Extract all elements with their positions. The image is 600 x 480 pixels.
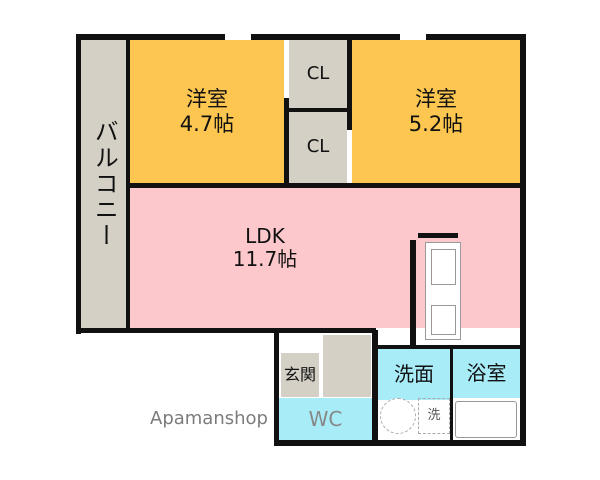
washer-space: 洗 [418, 398, 450, 434]
washbasin-icon [380, 398, 416, 434]
wall-cl-mid [289, 108, 352, 112]
closet-1-label: CL [306, 62, 330, 84]
closet-2-label: CL [306, 136, 330, 158]
wall-bottom [274, 440, 526, 446]
wall-cl-left [284, 98, 289, 188]
western-room-2: 洋室 5.2帖 [352, 40, 520, 183]
wall-bath [450, 349, 453, 441]
wall-top [76, 34, 526, 40]
western-room-1-size: 4.7帖 [179, 111, 235, 136]
wall-mid [126, 183, 522, 188]
balcony-label: バルコニー [90, 119, 119, 249]
stove-icon [431, 305, 456, 335]
watermark: Apamanshop [150, 408, 268, 429]
washroom: 洗面 [378, 349, 450, 400]
toilet-label: WC [308, 406, 343, 431]
wall-right [520, 34, 526, 446]
wall-cl-right [347, 40, 352, 130]
entrance-floor: 玄関 [281, 353, 319, 397]
closet-2: CL [289, 112, 347, 183]
bathroom-label: 浴室 [466, 361, 507, 385]
door-room2[interactable] [400, 34, 426, 40]
sink-icon [431, 249, 456, 285]
ldk-label: LDK [245, 224, 285, 248]
western-room-1: 洋室 4.7帖 [130, 40, 284, 183]
shoe-storage [323, 335, 371, 397]
balcony: バルコニー [81, 40, 126, 328]
western-room-1-label: 洋室 [186, 87, 228, 112]
wall-left [76, 34, 81, 334]
wall-kitchen-top [418, 233, 458, 238]
entrance-label: 玄関 [283, 364, 316, 384]
wall-entrance-left [274, 330, 279, 446]
ldk: LDK 11.7帖 [130, 188, 520, 328]
wall-kitchen [410, 240, 416, 348]
bathtub-icon [455, 401, 517, 438]
bathroom: 浴室 [453, 349, 520, 398]
washer-label: 洗 [427, 407, 441, 423]
door-room1[interactable] [225, 34, 251, 40]
western-room-2-size: 5.2帖 [408, 111, 464, 136]
ldk-size: 11.7帖 [232, 247, 298, 271]
washroom-label: 洗面 [394, 362, 434, 386]
wall-wash-top [376, 345, 522, 349]
toilet: WC [279, 398, 372, 440]
kitchen-counter [425, 242, 461, 340]
closet-1: CL [289, 40, 347, 108]
wall-entrance-right [372, 330, 378, 446]
entrance: 玄関 [279, 333, 376, 397]
western-room-2-label: 洋室 [415, 87, 457, 112]
wall-bottom-ldk [76, 328, 376, 333]
